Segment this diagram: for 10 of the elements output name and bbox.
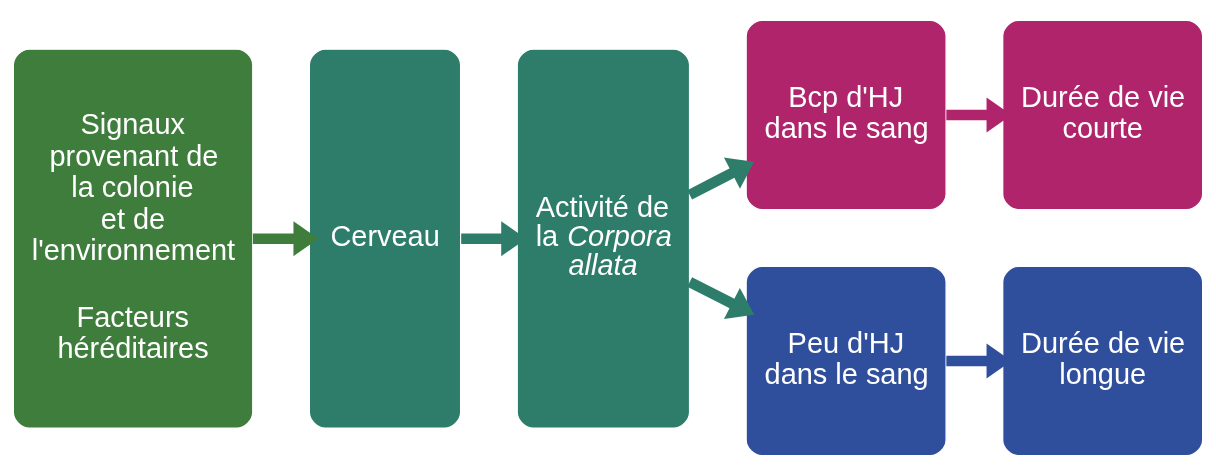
node-box: Peu d'HJ dans le sang [745,265,947,456]
node-box: Bcp d'HJ dans le sang [745,19,947,210]
node-box: Durée de vie courte [1002,19,1204,210]
arrow [252,220,319,256]
arrow [687,157,755,200]
node-box: Durée de vie longue [1002,265,1204,456]
node-box: Signaux provenant de la colonie et de l'environnement Facteurs héréditaires [12,48,254,429]
arrow [687,276,755,319]
node-box: Cerveau [308,48,462,429]
node-box: Activité de la Corpora allata [516,48,691,429]
